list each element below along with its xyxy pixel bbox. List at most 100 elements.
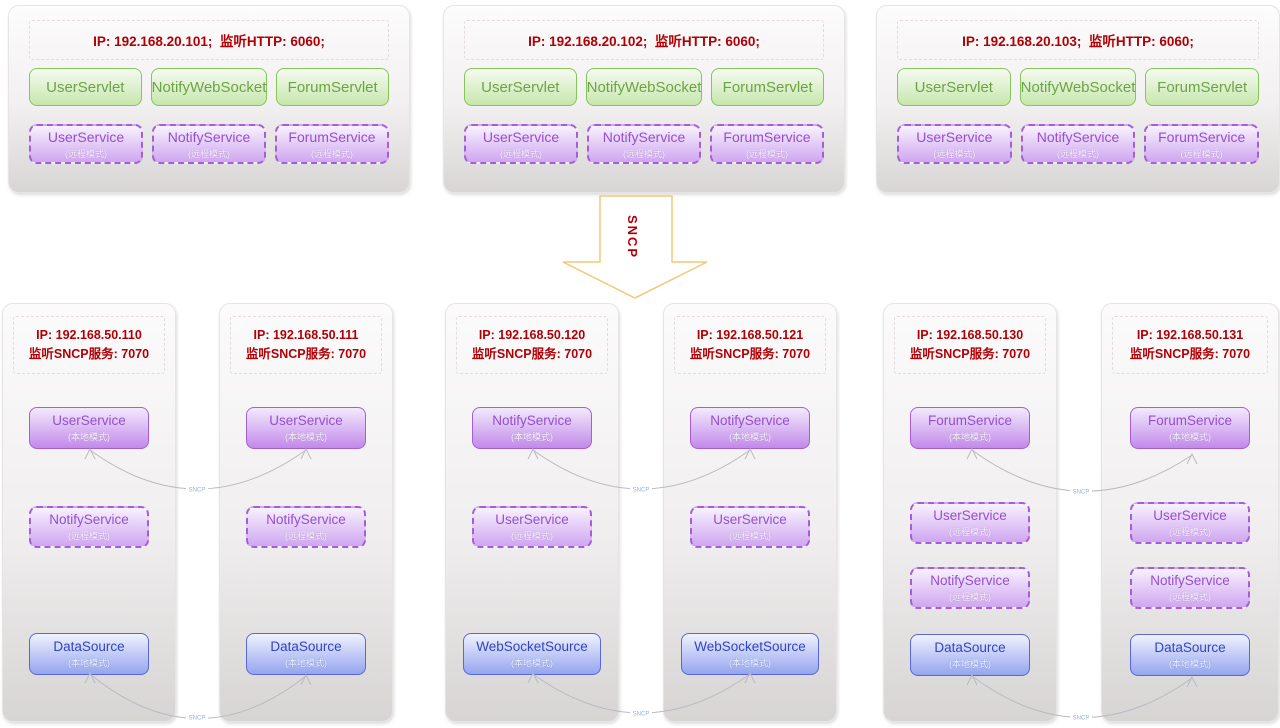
servlet-row: UserServlet NotifyWebSocket ForumServlet <box>897 68 1259 106</box>
node-port: 监听SNCP服务: 7070 <box>28 347 150 361</box>
servlet-label: NotifyWebSocket <box>1020 78 1136 96</box>
node-port: 监听SNCP服务: 7070 <box>1129 347 1251 361</box>
remote-service-box: NotifyService(远程模式) <box>152 124 266 164</box>
node-ip: IP: 192.168.50.121 <box>696 327 804 342</box>
servlet-row: UserServlet NotifyWebSocket ForumServlet <box>464 68 824 106</box>
sncp-node-panel-2: IP: 192.168.50.111 监听SNCP服务: 7070 UserSe… <box>219 303 393 722</box>
service-mode: (远程模式) <box>746 148 788 159</box>
service-name: NotifyService <box>1150 573 1230 588</box>
source-name: DataSource <box>53 639 125 654</box>
service-mode: (远程模式) <box>1180 148 1223 159</box>
remote-service-box: UserService (远程模式) <box>1130 502 1250 544</box>
service-mode: (远程模式) <box>500 148 542 159</box>
service-mode: (远程模式) <box>1057 148 1099 159</box>
link-label: SNCP <box>189 488 206 494</box>
source-name: DataSource <box>270 639 342 654</box>
node-address: IP: 192.168.50.111 监听SNCP服务: 7070 <box>230 316 382 374</box>
remote-service-box: ForumService(远程模式) <box>710 124 824 164</box>
web-server-panel-3: IP: 192.168.20.103; 监听HTTP: 6060; UserSe… <box>876 5 1280 193</box>
remote-service-box: NotifyService(远程模式) <box>587 124 701 164</box>
service-mode: (远程模式) <box>1169 527 1211 537</box>
service-name: UserService <box>47 128 125 145</box>
link-label-bg <box>1070 487 1092 495</box>
link-label-bg <box>186 713 208 721</box>
remote-service-box: ForumService(远程模式) <box>1144 124 1260 164</box>
servlet-label: NotifyWebSocket <box>586 78 702 96</box>
websocketsource-box: WebSocketSource (本地模式) <box>681 633 819 675</box>
service-name: NotifyService <box>167 128 251 145</box>
datasource-box: DataSource(本地模式) <box>1130 634 1250 676</box>
link-label-bg <box>630 485 652 493</box>
node-address: IP: 192.168.50.130 监听SNCP服务: 7070 <box>894 316 1046 374</box>
servlet-label: UserServlet <box>46 78 125 96</box>
service-name: UserService <box>482 128 560 145</box>
source-name: DataSource <box>934 640 1006 655</box>
remote-service-box: ForumService (远程模式) <box>275 124 389 164</box>
source-mode: (本地模式) <box>729 658 771 668</box>
servlet-label: ForumServlet <box>287 78 378 96</box>
userservlet-box: UserServlet <box>897 68 1011 106</box>
service-mode: (本地模式) <box>511 432 553 442</box>
source-name: WebSocketSource <box>476 639 588 654</box>
service-mode: (远程模式) <box>1169 592 1211 602</box>
service-name: UserService <box>933 508 1007 523</box>
servlet-label: ForumServlet <box>722 78 813 96</box>
node-ip: IP: 192.168.50.130 <box>916 327 1024 342</box>
remote-service-box: NotifyService(远程模式) <box>29 506 149 548</box>
service-name: UserService <box>495 512 569 527</box>
service-name: ForumService <box>1147 413 1233 428</box>
node-ip: IP: 192.168.50.131 <box>1136 327 1244 342</box>
remote-service-box: NotifyService(远程模式) <box>246 506 366 548</box>
source-name: WebSocketSource <box>694 639 806 654</box>
web-server-panel-1: IP: 192.168.20.101; 监听HTTP: 6060; UserSe… <box>8 5 410 193</box>
forumservlet-box: ForumServlet <box>711 68 824 106</box>
service-mode: (远程模式) <box>511 531 553 541</box>
node-address: IP: 192.168.50.120 监听SNCP服务: 7070 <box>456 316 608 374</box>
node-ip: IP: 192.168.50.110 <box>36 327 142 342</box>
local-service-box: NotifyService(本地模式) <box>690 407 810 449</box>
link-label: SNCP <box>633 488 650 494</box>
node-address: IP: 192.168.50.131 监听SNCP服务: 7070 <box>1112 316 1268 374</box>
service-name: UserService <box>1153 508 1227 523</box>
local-service-box: ForumService (本地模式) <box>1130 407 1250 449</box>
userservlet-box: UserServlet <box>464 68 577 106</box>
servlet-label: UserServlet <box>481 78 560 96</box>
local-service-box: UserService(本地模式) <box>29 407 149 449</box>
node-address: IP: 192.168.50.121 监听SNCP服务: 7070 <box>674 316 826 374</box>
service-mode: (远程模式) <box>933 148 976 159</box>
source-mode: (本地模式) <box>68 658 110 668</box>
datasource-box: DataSource(本地模式) <box>246 633 366 675</box>
remote-service-box: NotifyService (远程模式) <box>1130 567 1250 609</box>
service-name: NotifyService <box>49 512 129 527</box>
server-address-text: IP: 192.168.20.103; 监听HTTP: 6060; <box>962 34 1194 49</box>
server-address-text: IP: 192.168.20.101; 监听HTTP: 6060; <box>93 34 325 49</box>
service-mode: (远程模式) <box>311 148 353 159</box>
remote-service-box: UserService(远程模式) <box>690 506 810 548</box>
service-mode: (远程模式) <box>949 527 991 537</box>
remote-service-box: UserService(远程模式) <box>29 124 143 164</box>
link-label-bg <box>1070 713 1092 721</box>
remote-service-box: UserService (远程模式) <box>910 502 1030 544</box>
datasource-box: DataSource (本地模式) <box>29 633 149 675</box>
servlet-label: ForumServlet <box>1157 78 1248 96</box>
sncp-node-panel-4: IP: 192.168.50.121 监听SNCP服务: 7070 Notify… <box>663 303 837 722</box>
node-port: 监听SNCP服务: 7070 <box>689 347 811 361</box>
service-name: NotifyService <box>710 413 790 428</box>
userservlet-box: UserServlet <box>29 68 142 106</box>
sncp-arrow-label: SNCP <box>625 215 640 259</box>
link-label: SNCP <box>1073 490 1090 496</box>
remote-service-box: UserService (远程模式) <box>472 506 592 548</box>
source-mode: (本地模式) <box>949 659 991 669</box>
service-name: UserService <box>52 413 126 428</box>
server-address: IP: 192.168.20.103; 监听HTTP: 6060; <box>897 20 1259 60</box>
node-port: 监听SNCP服务: 7070 <box>245 347 367 361</box>
service-mode: (本地模式) <box>1169 432 1211 442</box>
notifywebsocket-box: NotifyWebSocket <box>150 68 268 106</box>
link-label-bg <box>630 709 652 717</box>
service-mode: (远程模式) <box>729 531 771 541</box>
service-name: UserService <box>916 128 993 145</box>
notifywebsocket-box: NotifyWebSocket <box>585 68 703 106</box>
service-mode: (本地模式) <box>285 432 327 442</box>
service-name: ForumService <box>288 128 376 145</box>
node-port: 监听SNCP服务: 7070 <box>909 347 1031 361</box>
